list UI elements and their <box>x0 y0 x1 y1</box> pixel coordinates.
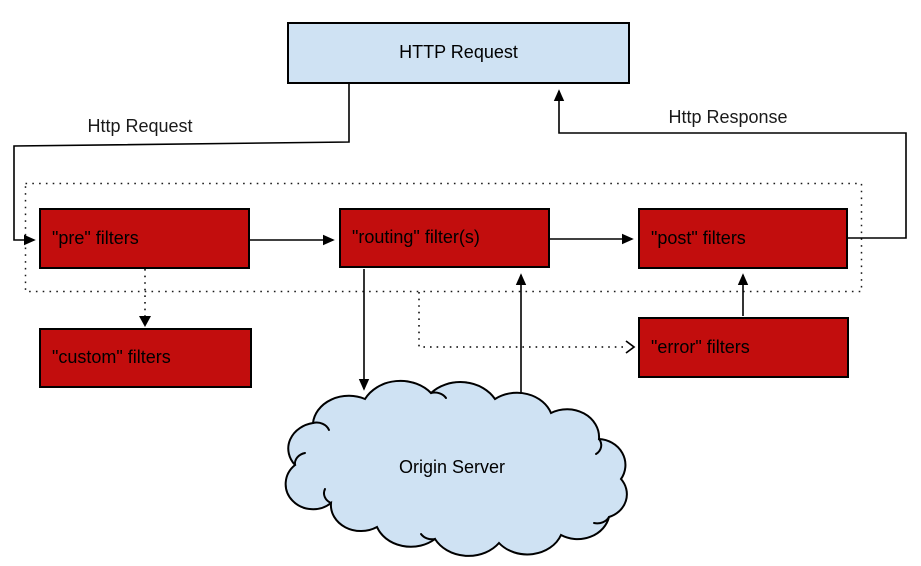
edge-pre-to-custom-arrowhead <box>139 316 151 327</box>
post-filters-box: "post" filters <box>638 208 848 269</box>
routing-filters-box: "routing" filter(s) <box>339 208 550 268</box>
http-request-box: HTTP Request <box>287 22 630 84</box>
edge-http-request-to-pre <box>13 84 350 246</box>
origin-server-cloud <box>284 379 628 557</box>
custom-filters-box: "custom" filters <box>39 328 252 388</box>
edge-to-error-arrowhead <box>625 340 636 354</box>
http-request-edge-label: Http Request <box>87 116 193 136</box>
cloud-scallop-tails <box>293 391 610 541</box>
http-response-edge-label: Http Response <box>668 107 788 127</box>
pre-filters-box: "pre" filters <box>39 208 250 269</box>
edge-to-error-dotted <box>418 292 627 348</box>
origin-server-label: Origin Server <box>398 457 506 477</box>
edge-post-to-http-response <box>553 89 907 239</box>
error-filters-box: "error" filters <box>638 317 849 378</box>
